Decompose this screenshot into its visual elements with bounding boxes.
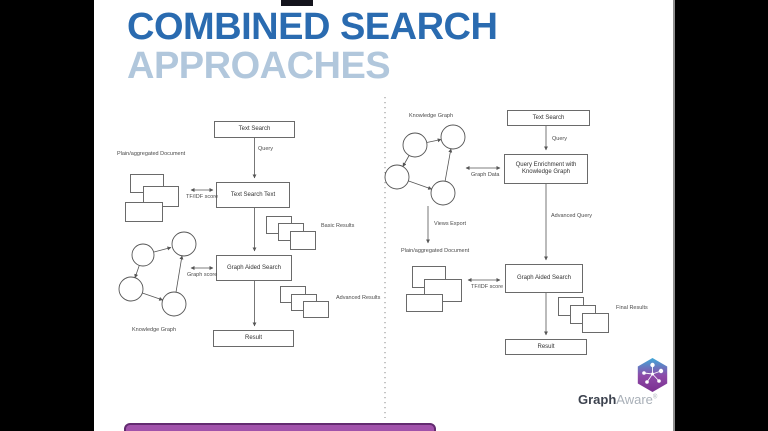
left-basic-result-card [290,231,316,250]
left-box-result: Result [213,330,294,347]
right-label-query: Query [552,136,567,142]
left-label-knowledge-graph: Knowledge Graph [132,327,177,333]
left-label-tfidf-score: TF/IDF score [186,194,219,200]
title-line1: COMBINED SEARCH [127,6,498,48]
logo-text-graph: Graph [578,392,617,407]
right-box-result: Result [505,339,587,355]
right-label-knowledge-graph: Knowledge Graph [409,113,454,119]
right-label-advanced-query: Advanced Query [551,213,592,219]
left-advanced-result-card [303,301,329,318]
right-knowledge-graph-network [384,124,466,206]
left-box-text-search-text: Text Search Text [216,182,290,208]
flowchart-connectors [118,97,548,418]
slide-title: COMBINED SEARCH APPROACHES [127,6,498,87]
right-label-graph-data: Graph Data [471,172,500,178]
right-label-tfidf-score: TF/IDF score [471,284,504,290]
left-flow-arrows [190,138,257,327]
graphaware-wordmark: GraphAware® [578,392,657,407]
footer-accent-bar [124,423,436,431]
right-label-final-results: Final Results [616,305,648,311]
left-document-card [125,202,163,222]
left-label-plain-aggregated-document: Plain/aggregated Document [117,151,186,157]
right-box-text-search: Text Search [507,110,590,126]
left-label-basic-results: Basic Results [321,223,355,229]
right-box-graph-aided-search: Graph Aided Search [505,264,583,293]
left-label-advanced-results: Advanced Results [336,295,381,301]
right-flow-arrows [426,126,548,336]
graphaware-hexagon-logo-icon [637,358,668,392]
logo-text-aware: Aware [616,392,653,407]
left-label-graph-score: Graph score [187,272,218,278]
registered-mark: ® [652,394,658,401]
title-line2: APPROACHES [127,45,391,87]
presentation-slide: COMBINED SEARCH APPROACHES [94,0,675,431]
top-edge-artifact [281,0,313,6]
right-box-query-enrichment: Query Enrichment with Knowledge Graph [504,154,588,184]
right-label-views-export: Views Export [434,221,466,227]
right-document-card [406,294,443,312]
right-final-result-card [582,313,609,333]
left-knowledge-graph-network [118,231,197,317]
left-label-query: Query [258,146,273,152]
left-box-graph-aided-search: Graph Aided Search [216,255,292,281]
right-label-plain-aggregated-document: Plain/aggregated Document [401,248,470,254]
left-box-text-search: Text Search [214,121,295,138]
